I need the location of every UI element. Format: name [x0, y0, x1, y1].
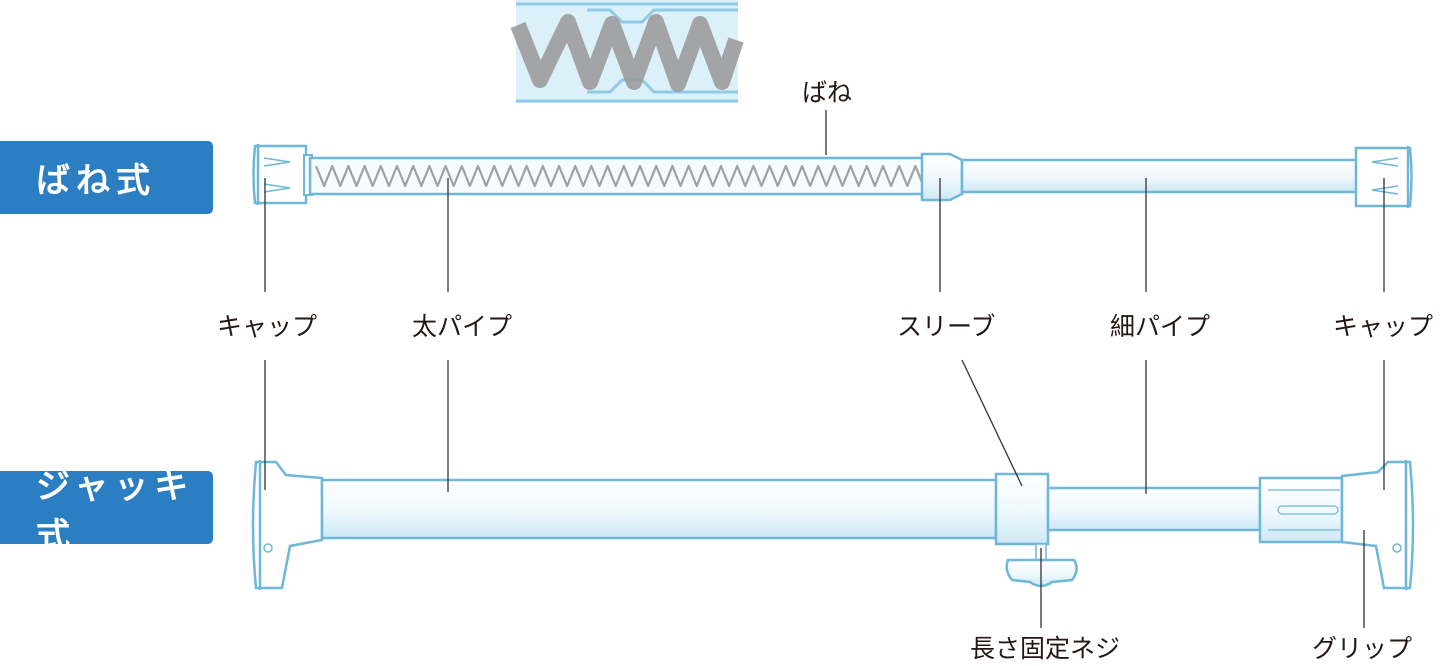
spring-rod-sleeve — [920, 152, 964, 202]
label-cap-left: キャップ — [217, 312, 318, 341]
label-spring: ばね — [802, 78, 853, 107]
jack-rod-grip — [1258, 476, 1344, 544]
label-grip: グリップ — [1312, 634, 1413, 663]
jack-rod-thick-pipe — [320, 478, 998, 540]
spring-rod-thick-pipe — [308, 156, 928, 196]
jack-type-badge: ジャッキ式 — [0, 467, 213, 556]
spring-rod-thin-pipe — [960, 158, 1360, 194]
jack-rod-thin-pipe — [1046, 486, 1262, 532]
leader-sleeve-bottom — [961, 359, 1023, 487]
spring-type-rod — [252, 144, 1413, 208]
jack-rod-left-cap — [251, 460, 324, 590]
jack-rod-right-cap — [1340, 460, 1415, 590]
label-fixing-screw: 長さ固定ネジ — [970, 634, 1121, 663]
jack-type-rod — [251, 460, 1415, 590]
spring-closeup-inset — [510, 0, 744, 103]
label-cap-right: キャップ — [1333, 312, 1434, 341]
label-thick-pipe: 太パイプ — [412, 312, 513, 341]
spring-rod-left-cap — [252, 144, 308, 205]
leader-lines — [264, 110, 1385, 628]
spring-type-badge: ばね式 — [0, 141, 213, 214]
label-sleeve: スリーブ — [897, 312, 996, 341]
spring-coil — [314, 164, 933, 188]
spring-rod-right-cap — [1354, 146, 1413, 208]
label-thin-pipe: 細パイプ — [1110, 312, 1211, 341]
